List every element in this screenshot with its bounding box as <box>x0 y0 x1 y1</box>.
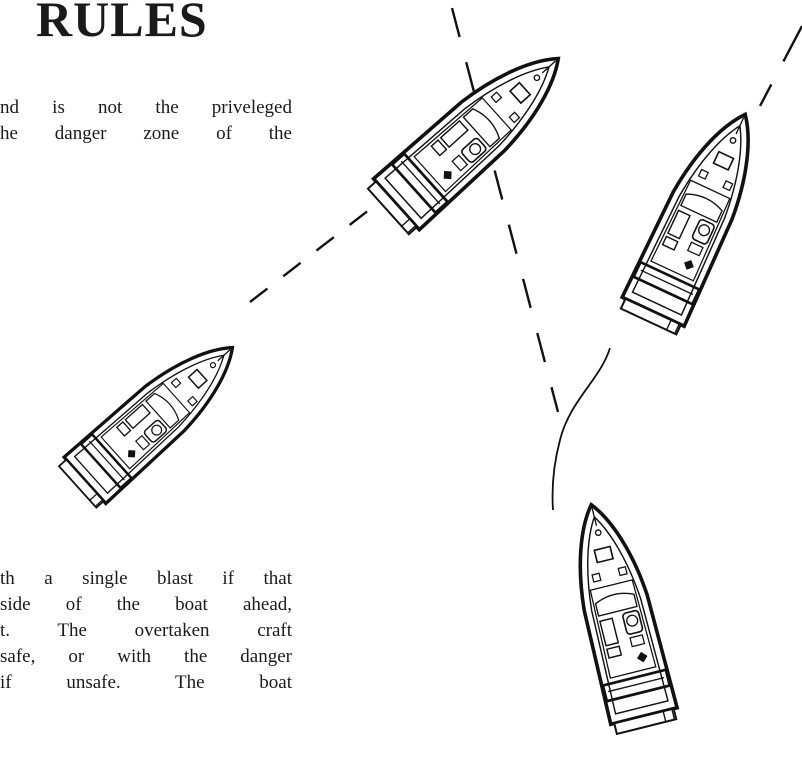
course-line-dashed-right <box>760 26 802 106</box>
boat-right-icon <box>618 100 777 336</box>
boat-top-center-icon <box>366 33 582 237</box>
boat-bottom-icon <box>558 496 680 734</box>
course-line-dashed-left <box>250 186 400 302</box>
wake-curve <box>553 348 610 510</box>
boat-left-icon <box>57 324 253 510</box>
